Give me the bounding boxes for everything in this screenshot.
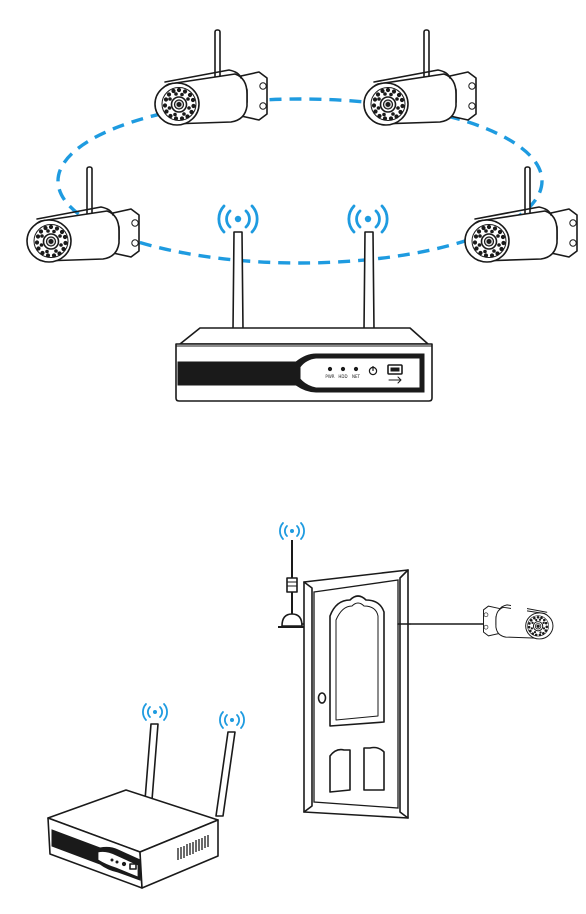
nvr-wifi-signal-icon-left	[219, 206, 257, 232]
antenna-wifi-signal-icon	[280, 523, 304, 539]
nvr-recorder-icon-angled	[48, 790, 218, 888]
bullet-camera-icon-right	[465, 167, 577, 262]
nvr2-wifi-signal-icon-right	[220, 712, 244, 728]
nvr2-antenna-icon-left	[145, 724, 158, 800]
nvr-antenna-icon-left	[233, 232, 243, 330]
nvr-recorder-icon: PWR HDD NET	[176, 328, 432, 401]
pwr-indicator-label: PWR	[325, 374, 334, 379]
top-scene: PWR HDD NET	[27, 30, 577, 401]
bullet-camera-icon-left	[27, 167, 139, 262]
nvr2-antenna-icon-right	[216, 732, 235, 816]
nvr-antenna-icon-right	[364, 232, 374, 330]
bullet-camera-icon-top-right	[364, 30, 476, 125]
door-icon	[304, 570, 410, 818]
bottom-scene	[48, 523, 553, 888]
bullet-camera-icon-top-left	[155, 30, 267, 125]
net-indicator-label: NET	[352, 374, 361, 379]
nvr2-wifi-signal-icon-left	[143, 704, 167, 720]
nvr-wifi-signal-icon-right	[349, 206, 387, 232]
hdd-indicator-label: HDD	[338, 374, 347, 379]
